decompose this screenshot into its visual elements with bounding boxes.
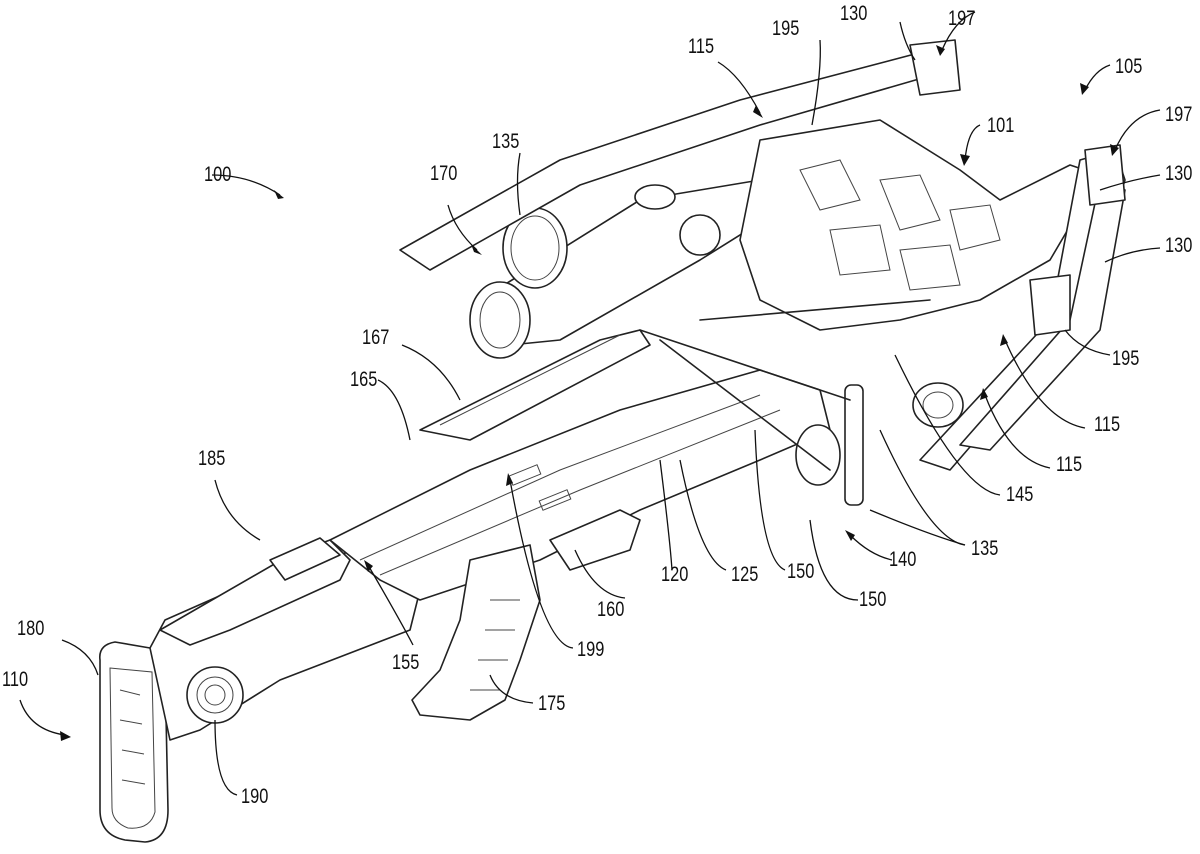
ref-limb-pocket-right-b: 130 [1165, 234, 1193, 257]
cheek-rest-shape [159, 537, 351, 646]
ref-limb-right-a: 115 [1094, 413, 1121, 436]
ref-butt-plate: 180 [17, 617, 45, 640]
ref-cheek-rest: 185 [198, 447, 226, 470]
limb-pockets-shape [909, 39, 1126, 336]
ref-cocking-mechanism: 155 [392, 651, 420, 674]
ref-front-end: 105 [1115, 55, 1143, 78]
barrel-body-shape [329, 369, 831, 601]
ref-cable: 145 [1006, 483, 1034, 506]
ref-crossbow: 100 [204, 163, 232, 186]
ref-limb-bumper-top: 195 [772, 17, 800, 40]
ref-stock-adjuster: 190 [241, 785, 269, 808]
ref-limb-right-b: 115 [1056, 453, 1083, 476]
ref-safety: 199 [577, 638, 605, 661]
ref-cam-assembly: 140 [889, 548, 917, 571]
trigger-guard-shape [549, 509, 641, 571]
ref-cam-top: 135 [492, 130, 520, 153]
ref-trigger: 160 [597, 598, 625, 621]
ref-string-b: 150 [859, 588, 887, 611]
ref-limb-pocket-top: 130 [840, 2, 868, 25]
ref-scope: 170 [430, 162, 458, 185]
ref-limb-pocket-right-a: 130 [1165, 162, 1193, 185]
ref-string-a: 150 [787, 560, 815, 583]
ref-limb-bumper-right: 195 [1112, 347, 1140, 370]
ref-riser: 101 [987, 114, 1015, 137]
ref-limb-top: 115 [688, 35, 715, 58]
leader-lines [19, 11, 1161, 796]
ref-grip: 175 [538, 692, 566, 715]
ref-pocket-end-top: 197 [948, 7, 976, 30]
ref-rail: 165 [350, 368, 378, 391]
grip-shape [411, 544, 541, 721]
butt-plate-shape [98, 641, 169, 843]
ref-barrel: 120 [661, 563, 689, 586]
ref-cam-right: 135 [971, 537, 999, 560]
ref-rear-end: 110 [2, 668, 29, 691]
ref-rail-mount: 167 [362, 326, 390, 349]
strings-shape [639, 299, 931, 471]
ref-pocket-end-right: 197 [1165, 103, 1193, 126]
riser-shape [739, 119, 1101, 331]
scope-shape [469, 179, 781, 359]
rail-shape [419, 329, 651, 441]
ref-flight-groove: 125 [731, 563, 759, 586]
